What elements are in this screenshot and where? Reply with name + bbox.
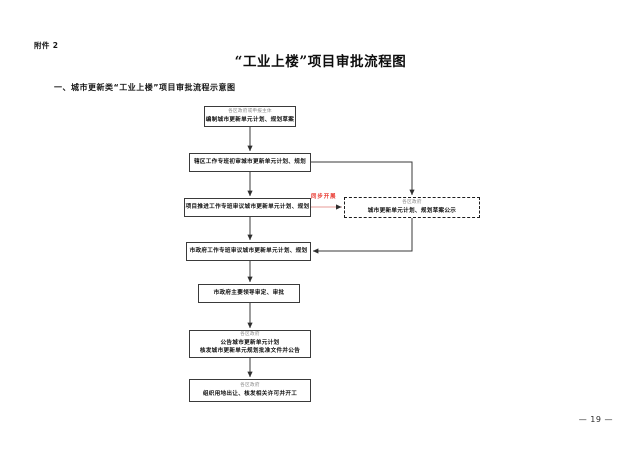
- flow-node-text: 辖区工作专班初审城市更新单元计划、规划: [194, 159, 306, 166]
- flow-node-caption: 各区政府: [240, 382, 260, 388]
- flow-node-leader-approval[interactable]: 市政府主要领导审定、审批: [198, 284, 300, 303]
- flow-node-announce-plan[interactable]: 各区政府 公告城市更新单元计划 核发城市更新单元规划批准文件并公告: [189, 330, 311, 358]
- flow-node-city-taskforce-review[interactable]: 市政府工作专班审议城市更新单元计划、规划: [186, 242, 311, 261]
- sync-annotation: 同步开展: [311, 194, 337, 200]
- flow-node-text: 公告城市更新单元计划: [220, 339, 280, 346]
- flow-node-caption: 各区政府或申报主体: [228, 108, 272, 114]
- flow-node-text: 城市更新单元计划、规划草案公示: [367, 207, 457, 214]
- flow-node-text: 编制城市更新单元计划、规划草案: [205, 116, 295, 123]
- page-number: — 19 —: [578, 415, 613, 424]
- flow-node-district-preliminary-review[interactable]: 辖区工作专班初审城市更新单元计划、规划: [189, 153, 311, 172]
- flow-node-project-taskforce-review[interactable]: 项目推进工作专班审议城市更新单元计划、规划: [184, 198, 311, 217]
- section-heading: 一、城市更新类“工业上楼”项目审批流程示意图: [54, 83, 236, 92]
- flow-node-text: 项目推进工作专班审议城市更新单元计划、规划: [185, 204, 310, 211]
- flow-node-draft-plan[interactable]: 各区政府或申报主体 编制城市更新单元计划、规划草案: [204, 106, 296, 127]
- flow-node-text: 市政府主要领导审定、审批: [213, 290, 285, 297]
- flow-node-caption: 各区政府: [402, 199, 422, 205]
- flow-node-caption: 各区政府: [240, 332, 260, 338]
- flow-node-text: 核发城市更新单元规划批准文件并公告: [199, 348, 301, 355]
- flow-node-land-transfer-start-work[interactable]: 各区政府 组织用地出让、核发相关许可并开工: [189, 379, 311, 402]
- flow-node-text: 组织用地出让、核发相关许可并开工: [202, 390, 298, 397]
- page-title: “工业上楼”项目审批流程图: [234, 54, 407, 70]
- attachment-label: 附件 2: [34, 41, 59, 50]
- flow-node-public-notice[interactable]: 各区政府 城市更新单元计划、规划草案公示: [344, 197, 480, 218]
- flow-node-text: 市政府工作专班审议城市更新单元计划、规划: [189, 248, 308, 255]
